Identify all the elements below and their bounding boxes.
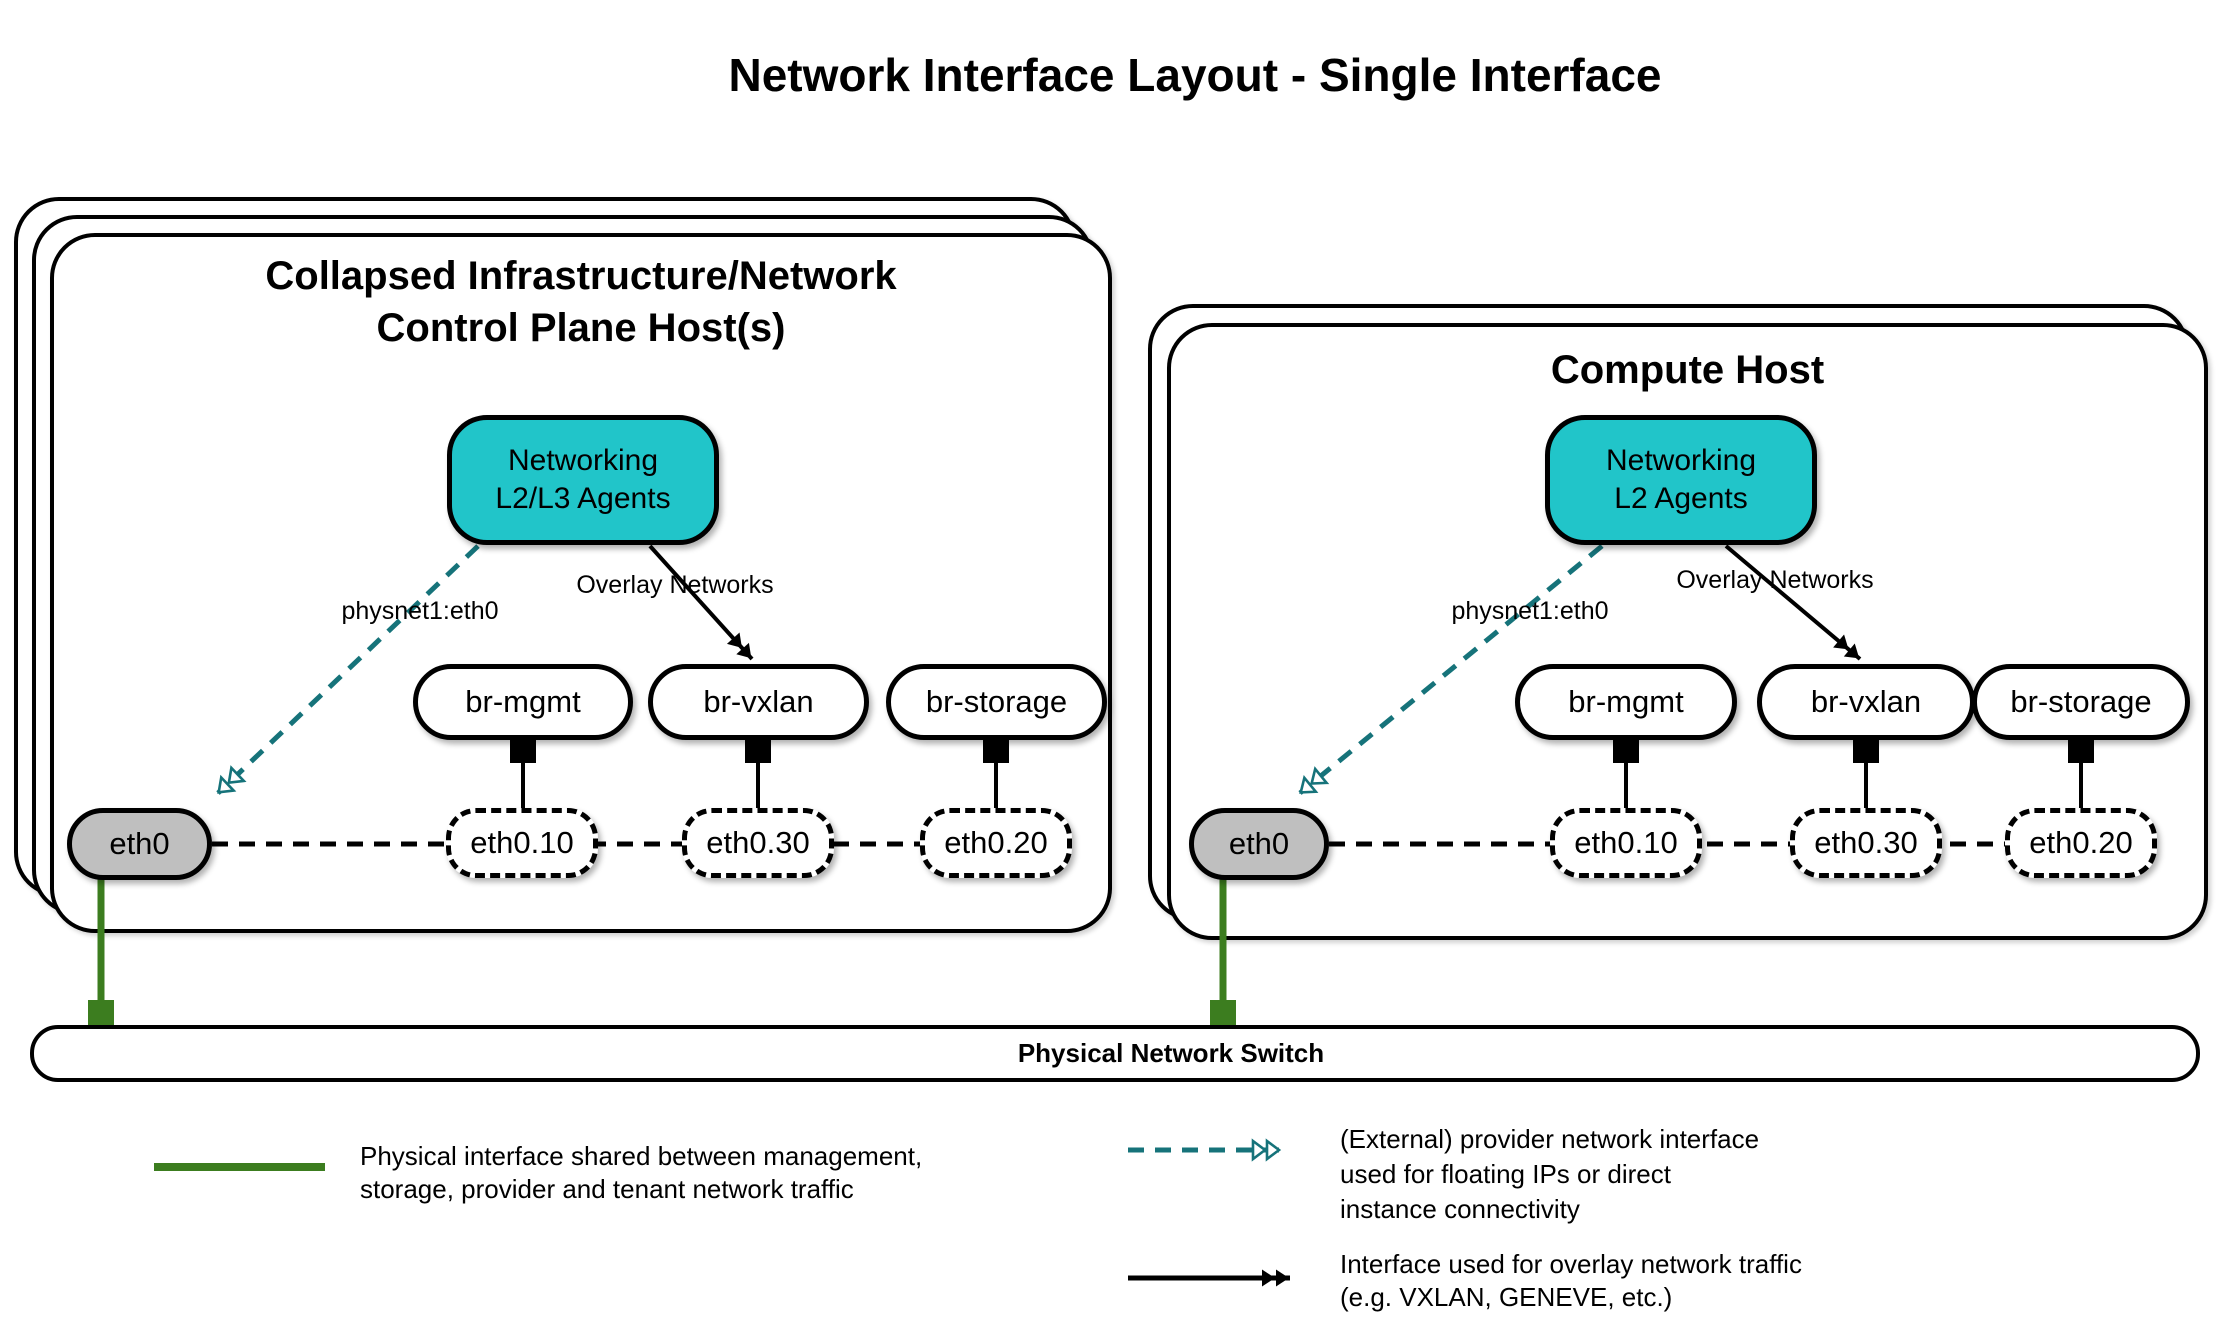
- bridge-label: br-mgmt: [1568, 684, 1684, 719]
- switch-label: Physical Network Switch: [1017, 1038, 1325, 1068]
- page-title: Network Interface Layout - Single Interf…: [728, 49, 1662, 101]
- right-bridge-br-storage: br-storage: [1972, 664, 2190, 740]
- left-provider-edge-label: physnet1:eth0: [341, 597, 499, 625]
- right-agent-label-line1: Networking: [1605, 444, 1757, 477]
- eth-label: eth0: [1228, 826, 1290, 861]
- left-bridge-br-vxlan: br-vxlan: [648, 664, 869, 740]
- left-host-title-line1: Collapsed Infrastructure/Network: [265, 254, 897, 298]
- right-eth0-node: eth0: [1189, 808, 1329, 880]
- right-bridge-br-vxlan: br-vxlan: [1757, 664, 1975, 740]
- vlan-label: eth0.10: [1574, 825, 1678, 860]
- left-eth0-node: eth0: [67, 808, 212, 880]
- right-vlan-eth0-20: eth0.20: [2005, 808, 2157, 878]
- right-agent-label-line2: L2 Agents: [1614, 482, 1748, 515]
- legend-overlay-text: Interface used for overlay network traff…: [1340, 1248, 1802, 1314]
- legend-overlay-line2: (e.g. VXLAN, GENEVE, etc.): [1340, 1282, 1673, 1312]
- left-agent-label-line1: Networking: [507, 444, 659, 477]
- legend-provider-line1: (External) provider network interface: [1340, 1124, 1760, 1154]
- left-bridge-br-storage: br-storage: [886, 664, 1107, 740]
- vlan-label: eth0.30: [1814, 825, 1918, 860]
- left-agent-label-line2: L2/L3 Agents: [495, 482, 671, 515]
- legend-physical-line2: storage, provider and tenant network tra…: [360, 1174, 854, 1204]
- left-vlan-eth0-30: eth0.30: [682, 808, 834, 878]
- left-host-title: Collapsed Infrastructure/Network Control…: [50, 250, 1112, 354]
- right-overlay-edge-label: Overlay Networks: [1676, 566, 1874, 594]
- left-vlan-eth0-20: eth0.20: [920, 808, 1072, 878]
- vlan-label: eth0.20: [2029, 825, 2133, 860]
- left-agent-node: Networking L2/L3 Agents: [447, 415, 719, 545]
- bridge-label: br-storage: [925, 684, 1068, 719]
- left-vlan-eth0-10: eth0.10: [446, 808, 598, 878]
- legend-overlay-line1: Interface used for overlay network traff…: [1340, 1249, 1802, 1279]
- bridge-label: br-vxlan: [703, 684, 814, 719]
- vlan-label: eth0.20: [944, 825, 1048, 860]
- vlan-label: eth0.30: [706, 825, 810, 860]
- bridge-label: br-storage: [2010, 684, 2152, 719]
- right-vlan-eth0-30: eth0.30: [1790, 808, 1942, 878]
- vlan-label: eth0.10: [470, 825, 574, 860]
- bridge-label: br-vxlan: [1810, 684, 1922, 719]
- right-provider-edge-label: physnet1:eth0: [1451, 597, 1609, 625]
- legend-provider-line3: instance connectivity: [1340, 1194, 1580, 1224]
- bridge-label: br-mgmt: [465, 684, 581, 719]
- physical-network-switch: Physical Network Switch: [30, 1025, 2200, 1082]
- right-host-title: Compute Host: [1550, 348, 1825, 392]
- right-bridge-br-mgmt: br-mgmt: [1515, 664, 1737, 740]
- physical-link-connector-right: [1210, 1000, 1236, 1025]
- eth-label: eth0: [109, 826, 170, 861]
- legend-provider-text: (External) provider network interface us…: [1340, 1122, 1759, 1227]
- left-overlay-edge-label: Overlay Networks: [576, 571, 774, 599]
- right-agent-node: Networking L2 Agents: [1545, 415, 1817, 545]
- legend-physical-text: Physical interface shared between manage…: [360, 1140, 922, 1206]
- left-host-title-line2: Control Plane Host(s): [376, 306, 786, 350]
- right-vlan-eth0-10: eth0.10: [1550, 808, 1702, 878]
- left-bridge-br-mgmt: br-mgmt: [413, 664, 633, 740]
- legend-physical-line1: Physical interface shared between manage…: [360, 1141, 923, 1171]
- legend-provider-line2: used for floating IPs or direct: [1340, 1159, 1671, 1189]
- physical-link-connector-left: [88, 1000, 114, 1025]
